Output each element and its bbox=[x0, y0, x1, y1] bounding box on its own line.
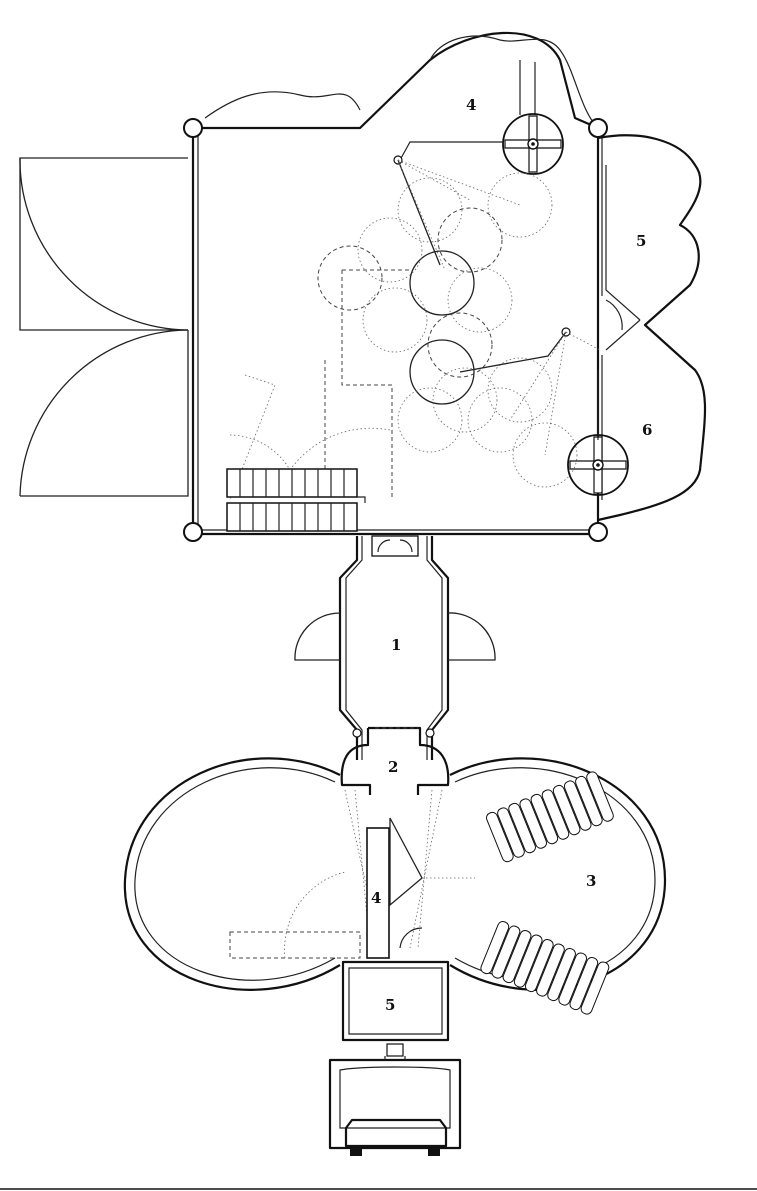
pivot-arms bbox=[393, 155, 601, 456]
entry-corridor bbox=[294, 535, 496, 760]
label-room-6-upper: 6 bbox=[642, 421, 652, 439]
label-room-2: 2 bbox=[388, 758, 398, 776]
room-2 bbox=[340, 726, 450, 795]
room-5-lower bbox=[341, 960, 450, 1057]
lower-seating bbox=[480, 771, 614, 1015]
dashed-track bbox=[229, 269, 412, 501]
wing-room-4 bbox=[204, 35, 599, 129]
upper-seating bbox=[226, 468, 366, 532]
right-lobes bbox=[597, 134, 707, 522]
cart bbox=[328, 1056, 462, 1156]
projection-circles bbox=[317, 172, 578, 488]
upper-hall bbox=[191, 31, 603, 536]
turntables bbox=[399, 113, 629, 496]
left-door-swings bbox=[19, 157, 189, 497]
columns bbox=[183, 118, 608, 542]
label-room-5-lower: 5 bbox=[385, 996, 395, 1014]
label-room-4-upper: 4 bbox=[466, 96, 476, 114]
label-room-5-upper: 5 bbox=[636, 232, 646, 250]
label-room-3: 3 bbox=[586, 872, 596, 890]
label-room-1: 1 bbox=[391, 636, 401, 654]
label-room-4-lower: 4 bbox=[371, 889, 381, 907]
